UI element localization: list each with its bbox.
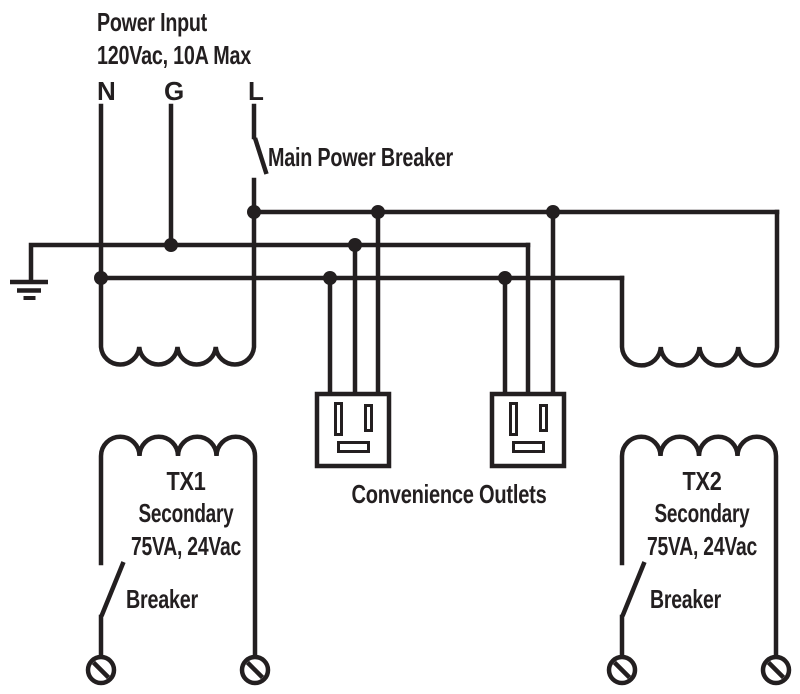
outlet1-feed-wires	[327, 209, 381, 399]
ground-bus	[28, 242, 531, 283]
junction-dots	[94, 205, 560, 285]
junction-dot	[498, 271, 512, 285]
tx1-primary-winding	[98, 209, 257, 367]
tx2-terminal-right	[760, 654, 792, 686]
outlet1-ground-slot	[337, 441, 370, 453]
tx1-terminal-left	[85, 654, 117, 686]
outlet1-neutral-slot	[334, 402, 343, 436]
earth-ground-icon	[10, 279, 48, 300]
main-power-breaker-switch	[251, 137, 269, 215]
junction-dot	[546, 205, 560, 219]
terminal-label-g: G	[164, 76, 184, 106]
terminal-screw-slot	[245, 660, 265, 680]
tx1-terminal-right	[239, 654, 271, 686]
terminal-screw-slot	[766, 660, 786, 680]
power-input-title: Power Input	[97, 7, 207, 37]
power-input-drops	[98, 103, 257, 281]
outlet1-icon	[314, 391, 392, 469]
tx1-labels: TX1 Secondary 75VA, 24Vac Breaker	[126, 466, 241, 614]
outlet2-body	[489, 391, 567, 469]
junction-dot	[247, 205, 261, 219]
convenience-outlets-label: Convenience Outlets	[352, 479, 547, 509]
terminal-screw-slot	[91, 660, 111, 680]
tx1-breaker-label: Breaker	[126, 584, 198, 614]
outlet2-feed-wires	[502, 209, 556, 399]
tx2-secondary-circuit	[606, 434, 792, 686]
tx2-breaker-label: Breaker	[650, 584, 721, 614]
terminal-label-n: N	[97, 76, 115, 106]
tx1-name-label: TX1	[167, 466, 206, 496]
junction-dot	[348, 238, 362, 252]
tx1-rating-label: 75VA, 24Vac	[131, 531, 241, 561]
tx1-breaker-blade	[99, 561, 126, 617]
tx2-primary-winding	[619, 209, 780, 368]
junction-dot	[164, 238, 178, 252]
outlet2-line-slot	[539, 404, 548, 432]
main-breaker-label: Main Power Breaker	[268, 142, 453, 172]
terminal-screw-slot	[612, 660, 632, 680]
tx2-rating-label: 75VA, 24Vac	[647, 531, 757, 561]
outlet1-line-slot	[364, 404, 373, 432]
junction-dot	[323, 271, 337, 285]
outlet2-ground-slot	[512, 441, 545, 453]
outlet2-icon	[489, 391, 567, 469]
terminal-label-l: L	[248, 76, 264, 106]
tx2-name-label: TX2	[683, 466, 722, 496]
outlet1-body	[314, 391, 392, 469]
main-breaker-blade	[252, 137, 269, 175]
tx2-winding-label: Secondary	[655, 498, 751, 528]
power-input-rating: 120Vac, 10A Max	[97, 40, 252, 70]
tx2-breaker-blade	[620, 561, 647, 617]
tx1-secondary-circuit	[85, 434, 271, 686]
tx2-labels: TX2 Secondary 75VA, 24Vac Breaker	[647, 466, 757, 614]
tx2-terminal-left	[606, 654, 638, 686]
outlet2-neutral-slot	[509, 402, 518, 436]
tx1-secondary-winding	[98, 434, 258, 658]
tx1-winding-label: Secondary	[139, 498, 235, 528]
junction-dot	[94, 271, 108, 285]
junction-dot	[371, 205, 385, 219]
tx2-secondary-winding	[619, 434, 779, 658]
